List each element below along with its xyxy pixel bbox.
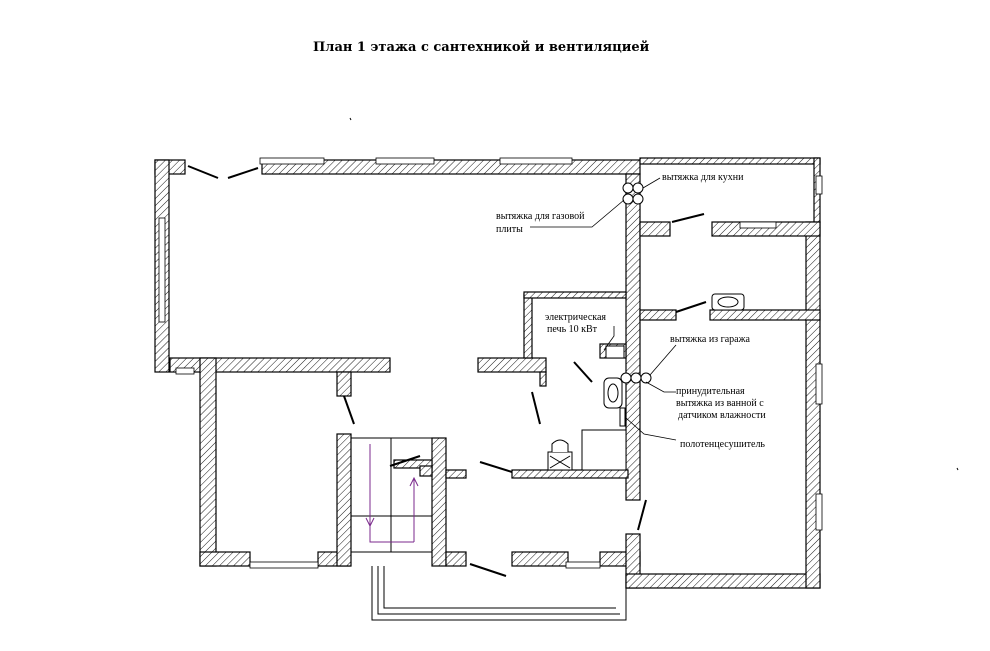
ventilation-duct-icon [620,372,632,384]
windows [158,157,823,569]
label-gas-stove-exhaust-line2: плиты [496,224,523,235]
label-electric-stove: электрическая [545,312,606,323]
ventilation-duct-icon [630,372,642,384]
fixtures [547,293,745,471]
stair-arrow-icon [409,476,419,542]
label-bath-exhaust-line3: датчиком влажности [678,410,766,421]
doors [187,165,707,577]
stair-arrow-icon [365,444,375,528]
bathtub-icon [581,429,627,471]
sink-icon [603,377,623,409]
ventilation-duct-icon [640,372,652,384]
towel-dryer-icon [619,407,626,427]
ventilation-duct-icon [622,182,634,194]
leader-lines [530,177,677,441]
label-electric-stove-line2: печь 10 кВт [547,324,598,335]
ventilation-ducts [620,182,652,384]
ventilation-duct-icon [622,193,634,205]
label-garage-exhaust: вытяжка из гаража [670,334,751,345]
label-bath-exhaust: принудительная [676,386,745,397]
sink-icon [711,293,745,311]
label-gas-stove-exhaust: вытяжка для газовой [496,211,585,222]
page-title: План 1 этажа с сантехникой и вентиляцией [313,40,650,55]
stairs [350,437,433,553]
porch [371,566,627,621]
ventilation-duct-icon [632,182,644,194]
toilet-icon [547,439,573,471]
ventilation-duct-icon [632,193,644,205]
label-bath-exhaust-line2: вытяжка из ванной с [676,398,764,409]
label-towel-dryer: полотенцесушитель [680,439,765,450]
label-kitchen-exhaust: вытяжка для кухни [662,172,744,183]
annotations: вытяжка для кухни вытяжка для газовой пл… [496,172,766,450]
exterior-walls [154,157,821,589]
